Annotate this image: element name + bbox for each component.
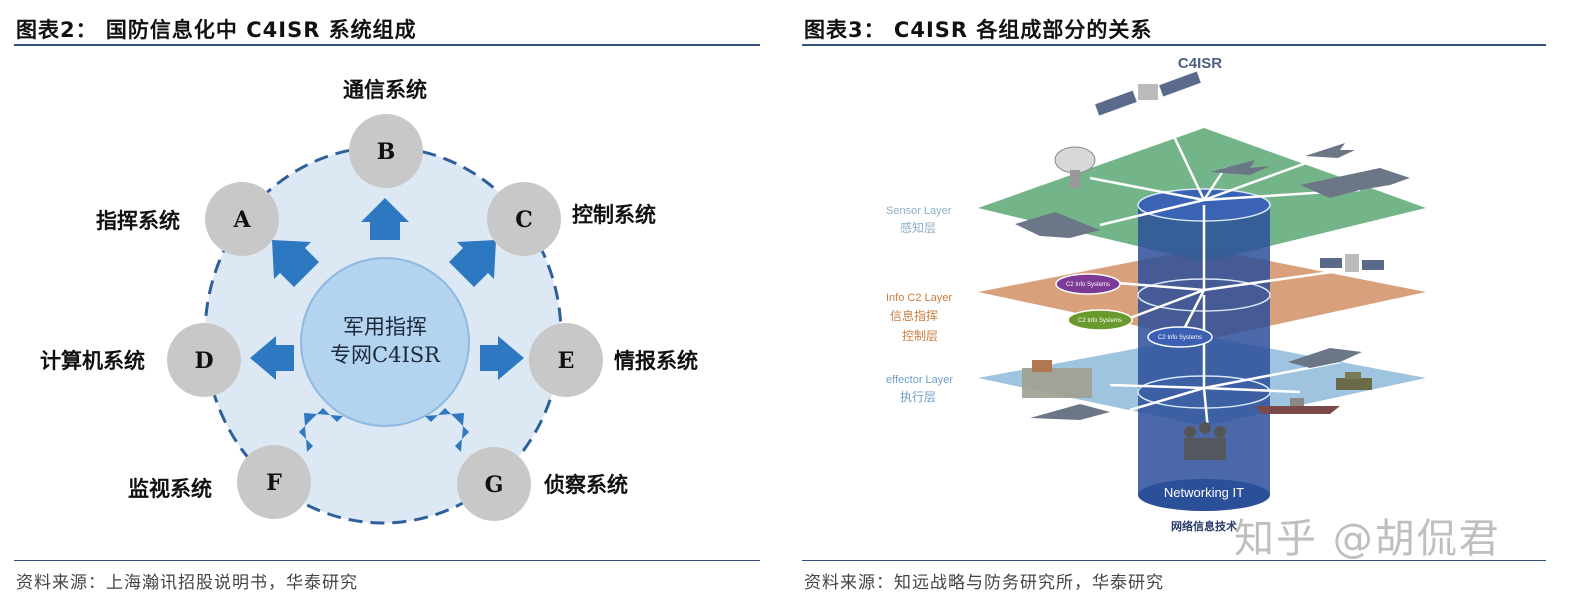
jet-icon-1 bbox=[1210, 160, 1270, 175]
c2-info-system-3: C2 Info Systems bbox=[1147, 326, 1213, 348]
warship-icon bbox=[1255, 398, 1340, 414]
info-c2-layer-label-cn2: 控制层 bbox=[902, 329, 938, 343]
node-d-letter: D bbox=[194, 348, 213, 374]
node-b-letter: B bbox=[377, 139, 396, 165]
arrow-to-f bbox=[299, 408, 343, 452]
arrows bbox=[250, 198, 524, 452]
right-figure-panel: 图表3： C4ISR 各组成部分的关系 C4ISR bbox=[800, 0, 1578, 603]
satellite-icon bbox=[1095, 71, 1201, 116]
title-divider bbox=[14, 44, 760, 46]
fighter-jet-icon-2 bbox=[1288, 348, 1362, 368]
left-source-note: 资料来源：上海瀚讯招股说明书，华泰研究 bbox=[16, 573, 358, 593]
node-g-letter: G bbox=[485, 472, 504, 498]
label-control-system: 控制系统 bbox=[572, 203, 656, 227]
drone-icon bbox=[1030, 404, 1110, 420]
node-a: A bbox=[205, 182, 279, 256]
title-divider bbox=[802, 44, 1546, 46]
aircraft-icons bbox=[1015, 143, 1410, 420]
node-a-letter: A bbox=[232, 207, 251, 233]
awacs-plane-icon bbox=[1015, 212, 1100, 238]
c2-info-system-2-label: C2 Info Systems bbox=[1078, 318, 1122, 324]
arrow-to-d bbox=[250, 336, 294, 380]
node-d: D bbox=[167, 323, 241, 397]
diagram-title: C4ISR bbox=[1178, 55, 1222, 72]
left-figure-title: 图表2： 国防信息化中 C4ISR 系统组成 bbox=[16, 18, 417, 42]
node-f: F bbox=[237, 445, 311, 519]
satellite-icon-2 bbox=[1320, 254, 1384, 272]
c2-info-system-2: C2 Info Systems bbox=[1067, 309, 1133, 331]
c4isr-layers-diagram: C4ISR bbox=[886, 55, 1426, 533]
center-label-line1: 军用指挥 bbox=[343, 315, 427, 339]
node-e-letter: E bbox=[558, 348, 575, 374]
center-label-line2: 专网C4ISR bbox=[330, 343, 441, 367]
node-b: B bbox=[349, 114, 423, 188]
radar-dish-icon bbox=[1054, 146, 1096, 188]
c4isr-composition-diagram: 军用指挥 专网C4ISR A B bbox=[40, 78, 698, 525]
networking-it-label-cn: 网络信息技术 bbox=[1171, 519, 1237, 533]
label-reconnaissance-system: 侦察系统 bbox=[544, 473, 628, 497]
label-intelligence-system: 情报系统 bbox=[614, 349, 698, 373]
center-network-circle bbox=[300, 257, 470, 427]
tank-icon bbox=[1336, 372, 1372, 390]
soldiers-icon bbox=[1184, 422, 1226, 460]
arrow-to-g bbox=[425, 408, 469, 452]
node-c-letter: C bbox=[515, 207, 533, 233]
jet-icon-2 bbox=[1305, 143, 1355, 158]
arrow-to-c bbox=[449, 240, 496, 287]
arrow-to-b bbox=[361, 198, 409, 240]
c2-info-system-3-label: C2 Info Systems bbox=[1158, 335, 1202, 341]
networking-it-label: Networking IT bbox=[1164, 485, 1244, 500]
node-c: C bbox=[487, 182, 561, 256]
left-figure-panel: 图表2： 国防信息化中 C4ISR 系统组成 军用指挥 专网C4ISR bbox=[0, 0, 770, 603]
sensor-layer-label-cn: 感知层 bbox=[900, 220, 936, 235]
fighter-jet-icon bbox=[1300, 168, 1410, 198]
base-facility-icon bbox=[1022, 360, 1092, 398]
arrow-to-a bbox=[272, 240, 319, 287]
info-c2-layer-label-cn1: 信息指挥 bbox=[890, 308, 938, 323]
label-communication-system: 通信系统 bbox=[343, 78, 427, 102]
node-f-letter: F bbox=[266, 470, 282, 496]
right-source-note: 资料来源：知远战略与防务研究所，华泰研究 bbox=[804, 573, 1164, 593]
label-command-system: 指挥系统 bbox=[96, 209, 180, 233]
c2-info-system-1: C2 Info Systems bbox=[1055, 273, 1121, 295]
node-e: E bbox=[529, 323, 603, 397]
label-surveillance-system: 监视系统 bbox=[128, 477, 212, 501]
label-computer-system: 计算机系统 bbox=[40, 349, 145, 373]
arrow-to-e bbox=[480, 336, 524, 380]
footer-divider bbox=[14, 560, 760, 561]
effector-layer-label-cn: 执行层 bbox=[900, 390, 936, 404]
footer-divider bbox=[802, 560, 1546, 561]
effector-layer-label-en: effector Layer bbox=[886, 374, 953, 386]
node-g: G bbox=[457, 447, 531, 521]
c2-info-system-1-label: C2 Info Systems bbox=[1066, 282, 1110, 288]
info-c2-layer-label-en: Info C2 Layer bbox=[886, 292, 952, 304]
sensor-layer-label-en: Sensor Layer bbox=[886, 205, 952, 217]
right-figure-title: 图表3： C4ISR 各组成部分的关系 bbox=[804, 18, 1153, 42]
zhihu-watermark: 知乎 @胡侃君 bbox=[1234, 516, 1501, 562]
